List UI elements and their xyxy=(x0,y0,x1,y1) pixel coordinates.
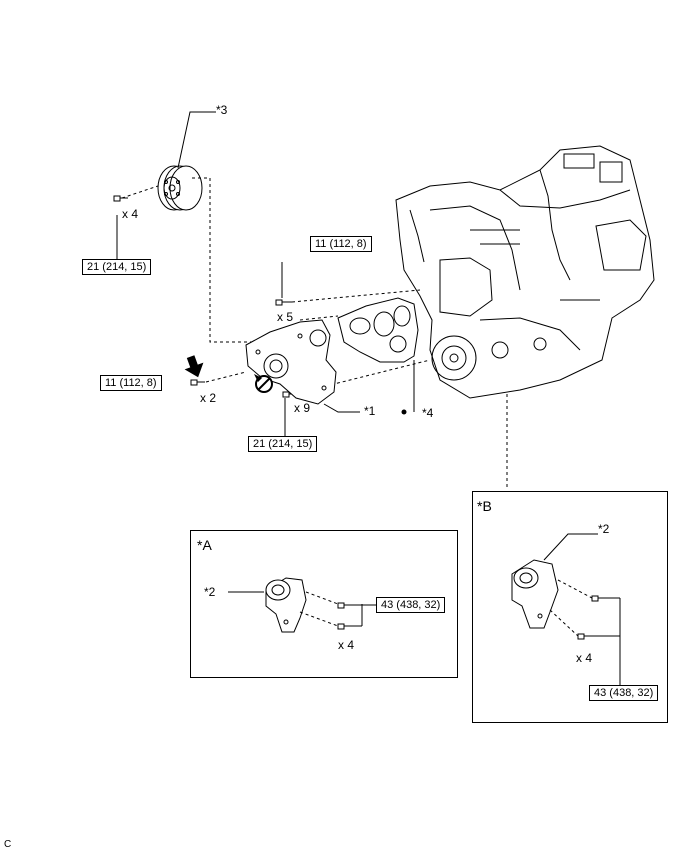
torque-left: 11 (112, 8) xyxy=(100,375,162,391)
qty-tensioner-b-bolts: x 4 xyxy=(576,651,593,665)
torque-tensioner-b: 43 (438, 32) xyxy=(589,685,659,701)
tensioner-a xyxy=(265,577,307,633)
do-not-reuse-icon xyxy=(254,374,273,393)
view-b-panel xyxy=(472,491,668,723)
torque-pulley: 21 (214, 15) xyxy=(82,259,152,275)
qty-tensioner-a-bolts: x 4 xyxy=(338,638,355,652)
label-view-a: *A xyxy=(197,537,212,553)
pulley-bolt xyxy=(113,195,128,202)
qty-upper-bolts: x 5 xyxy=(277,310,294,324)
label-item2-a: *2 xyxy=(204,585,216,599)
pulley xyxy=(157,165,203,211)
torque-upper: 11 (112, 8) xyxy=(310,236,372,252)
apply-arrow-icon xyxy=(184,355,204,378)
view-a-panel xyxy=(190,530,458,678)
torque-pump: 21 (214, 15) xyxy=(248,436,318,452)
label-item2-b: *2 xyxy=(598,522,610,536)
qty-pump-bolts: x 9 xyxy=(294,401,311,415)
label-item4: *4 xyxy=(422,406,434,420)
label-item3: *3 xyxy=(216,103,228,117)
torque-tensioner-a: 43 (438, 32) xyxy=(376,597,446,613)
gasket xyxy=(337,297,419,363)
pre-coated-dot-icon xyxy=(401,409,407,415)
water-pump xyxy=(245,319,337,405)
corner-code: C xyxy=(4,839,12,850)
engine-block xyxy=(395,145,655,399)
qty-pulley-bolts: x 4 xyxy=(122,207,139,221)
qty-left-bolts: x 2 xyxy=(200,391,217,405)
tensioner-b xyxy=(511,559,559,629)
label-item1: *1 xyxy=(364,404,376,418)
label-view-b: *B xyxy=(477,498,492,514)
